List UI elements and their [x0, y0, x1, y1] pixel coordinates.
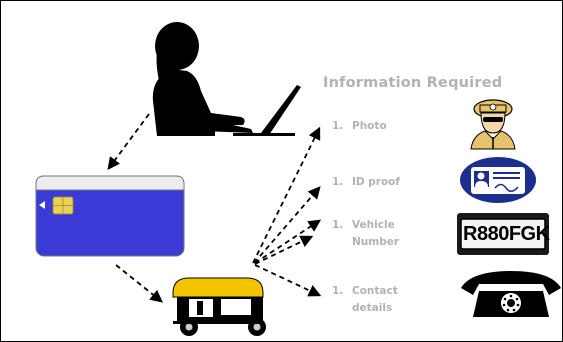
- requirement-label: Vehicle: [352, 219, 395, 231]
- info-required-title: Information Required: [323, 75, 503, 91]
- arrow-card-to-rickshaw: [115, 264, 163, 303]
- arrow-to-contact: [254, 264, 322, 297]
- arrow-to-vehicle-number: [254, 219, 322, 264]
- arrow-to-photo: [252, 126, 321, 264]
- police-officer-icon: [470, 99, 516, 150]
- requirement-label: Contact: [352, 285, 398, 297]
- person-laptop-icon: [152, 22, 301, 136]
- requirement-number: 1.: [332, 219, 344, 231]
- plate-text: R880FGK: [463, 223, 550, 245]
- requirement-label: ID proof: [352, 176, 400, 188]
- flow-arrows: [107, 113, 322, 303]
- requirement-number: 1.: [332, 176, 344, 188]
- auto-rickshaw-icon: [172, 277, 266, 336]
- license-plate-icon: [457, 213, 549, 255]
- requirement-label: Photo: [352, 120, 387, 132]
- requirement-vehicle-number: 1. Vehicle Number: [332, 217, 399, 251]
- requirement-photo: 1. Photo: [332, 118, 387, 135]
- arrow-person-to-card: [107, 113, 150, 171]
- arrow-to-vehicle-number-2: [254, 235, 314, 265]
- telephone-icon: [461, 271, 561, 317]
- arrow-to-id-proof: [253, 186, 321, 264]
- requirement-number: 1.: [332, 120, 344, 132]
- requirement-contact-details: 1. Contact details: [332, 283, 398, 317]
- requirement-label-line2: details: [352, 302, 393, 314]
- smart-card-icon: [35, 175, 185, 257]
- requirement-number: 1.: [332, 285, 344, 297]
- requirement-id-proof: 1. ID proof: [332, 174, 400, 191]
- requirement-label-line2: Number: [352, 236, 400, 248]
- id-card-icon: [460, 157, 536, 203]
